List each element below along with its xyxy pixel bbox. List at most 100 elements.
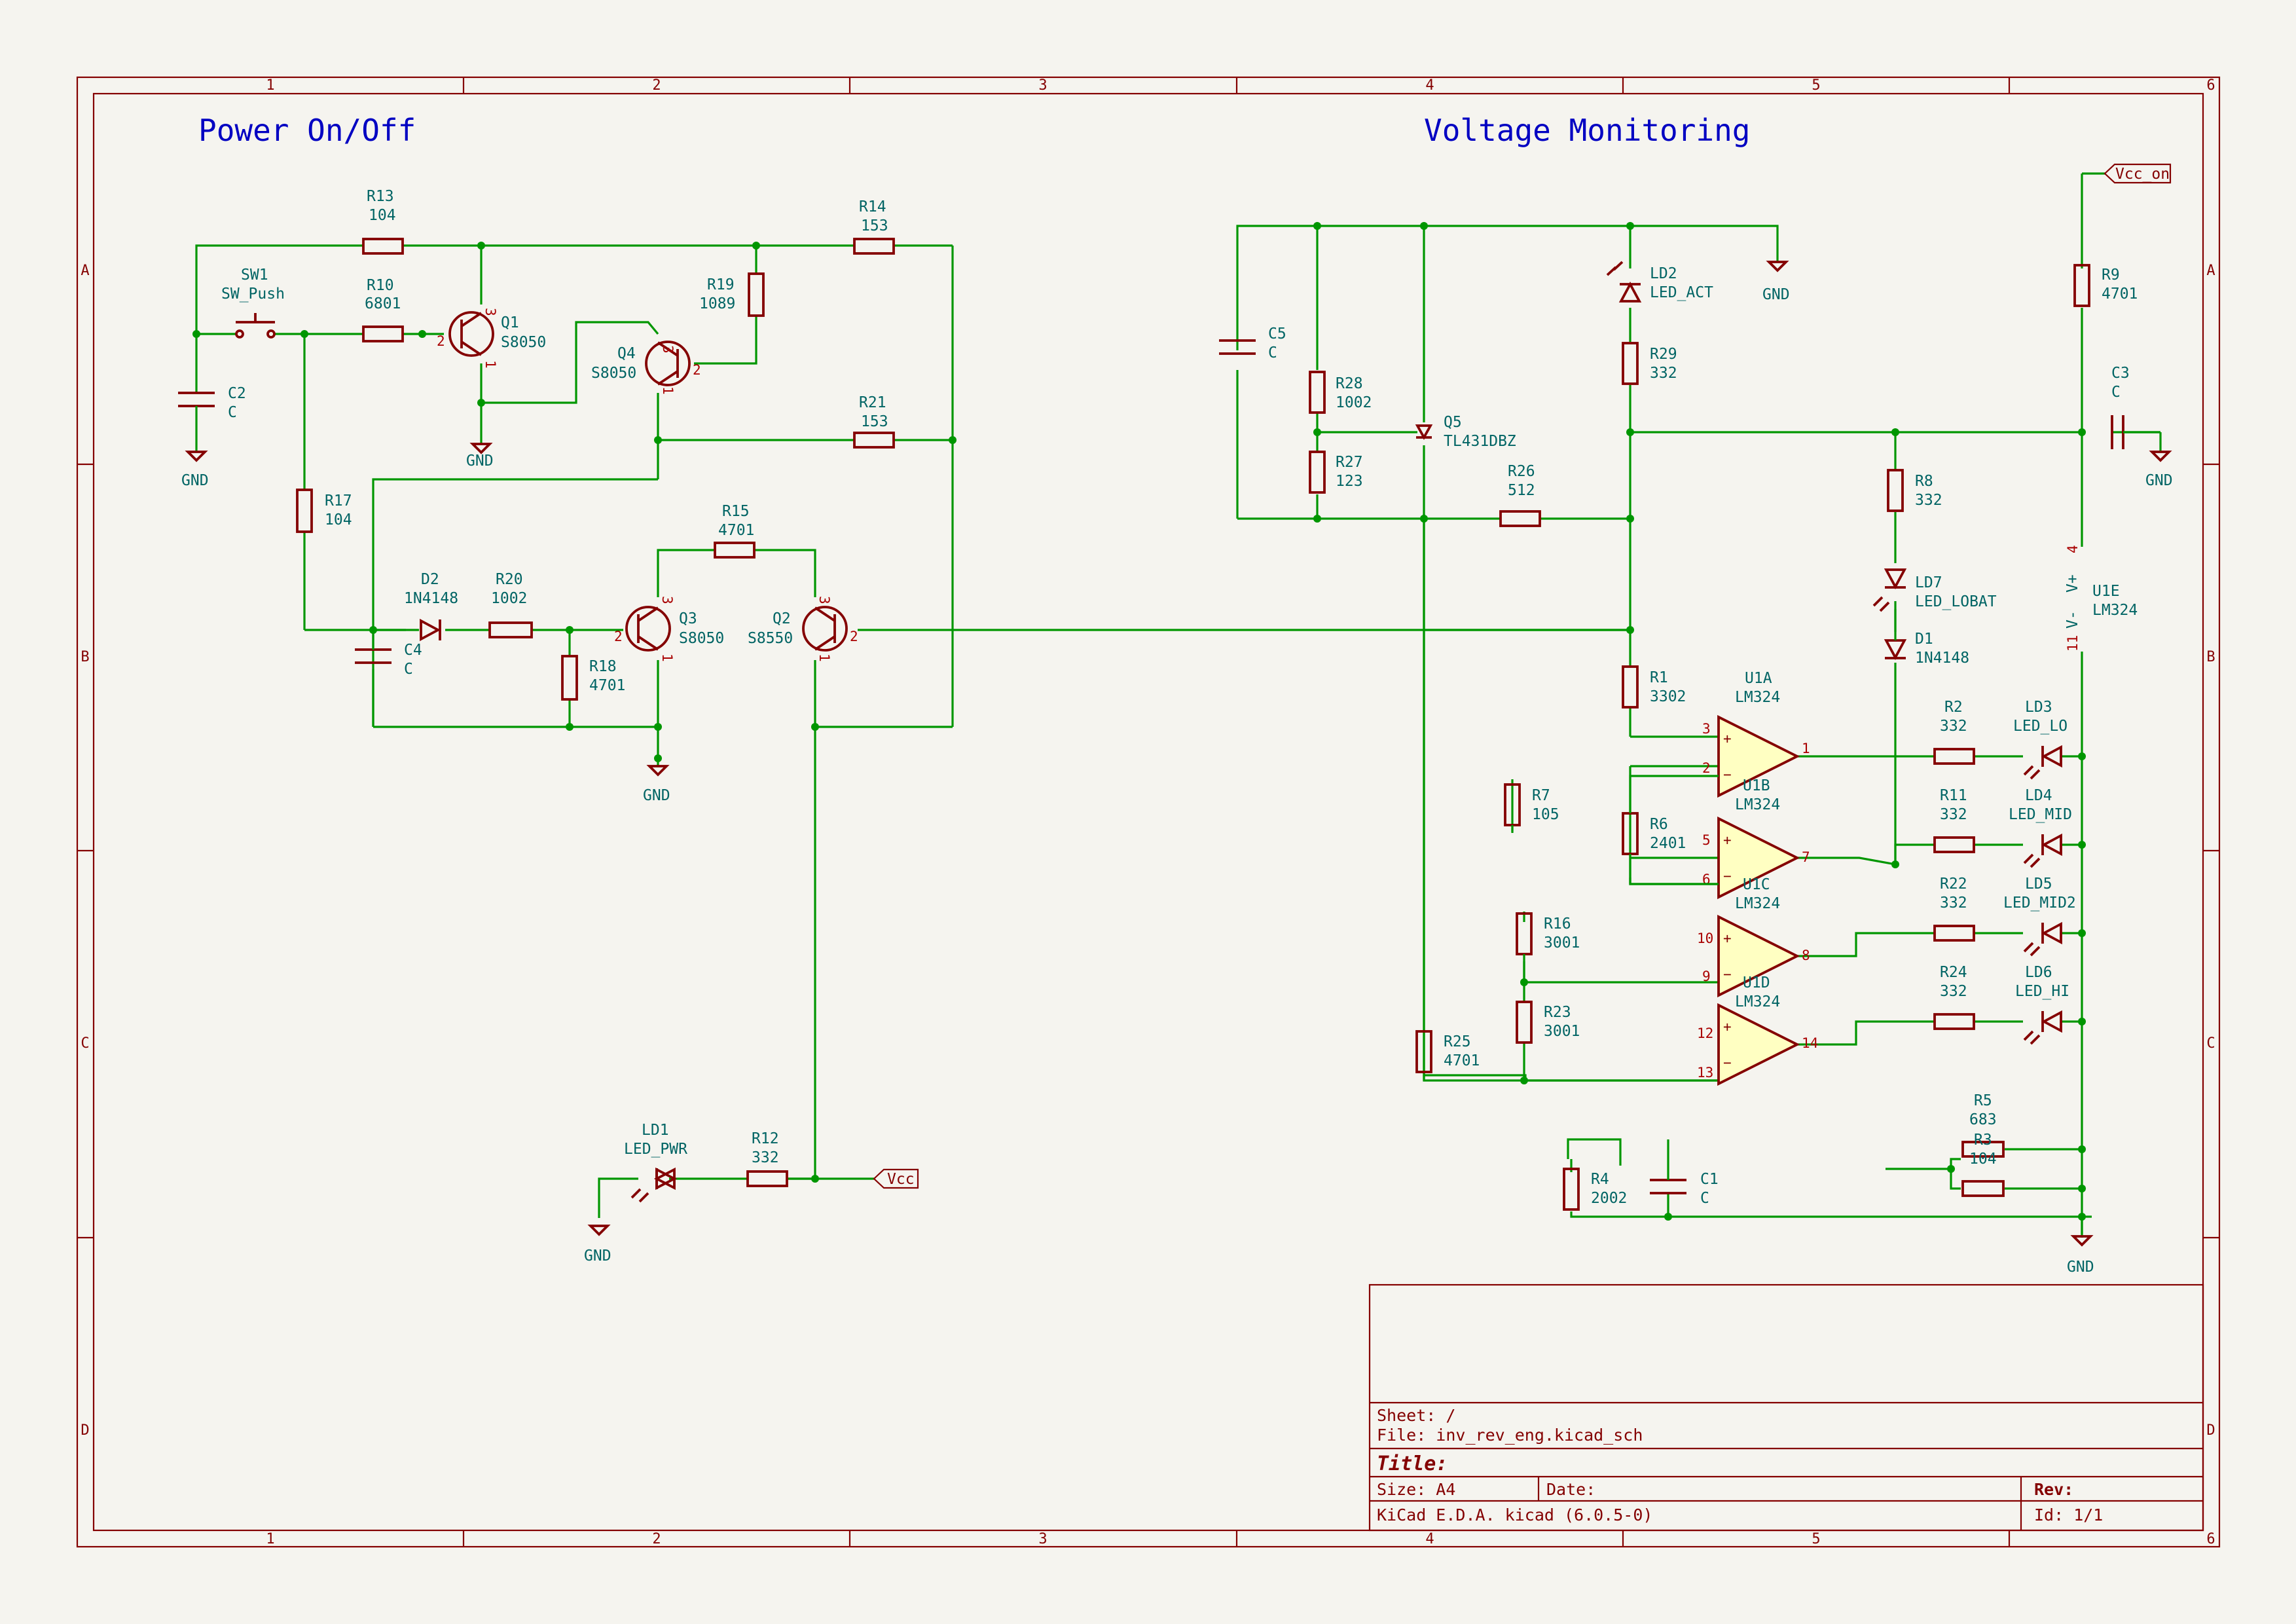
u1a-pin-1: 1 <box>1802 741 1810 756</box>
resistor-r13[interactable]: R13 104 <box>362 188 404 255</box>
ground-symbol-bottom: GND <box>2067 1235 2094 1276</box>
resistor-r7[interactable]: R7 105 <box>1504 779 1559 833</box>
diode-d1[interactable]: D1 1N4148 <box>1884 609 1969 667</box>
capacitor-c1[interactable]: C1 C <box>1650 1139 1719 1207</box>
resistor-r27[interactable]: R27 123 <box>1309 451 1363 494</box>
resistor-r14[interactable]: R14 153 <box>853 198 895 255</box>
led-ld6[interactable]: LD6 LED_HI <box>2015 964 2069 1045</box>
row-label-right-b: B <box>2206 649 2215 665</box>
regulator-q5[interactable]: Q5 TL431DBZ <box>1415 414 1516 450</box>
resistor-r15[interactable]: R15 4701 <box>714 503 756 559</box>
resistor-r26[interactable]: R26 512 <box>1499 463 1541 527</box>
ld3-value: LED_LO <box>2013 718 2068 735</box>
opamp-u1c[interactable]: + − 10 9 8 U1C LM324 <box>1697 876 1810 998</box>
led-ld4[interactable]: LD4 LED_MID <box>2009 787 2072 868</box>
transistor-q1[interactable]: Q1 S8050 2 3 1 <box>437 308 546 369</box>
capacitor-c3[interactable]: C3 C <box>2111 365 2160 449</box>
resistor-r25[interactable]: R25 4701 <box>1415 1030 1480 1073</box>
capacitor-c2[interactable]: C2 C <box>178 385 246 452</box>
ld6-ref: LD6 <box>2025 964 2052 981</box>
resistor-r16[interactable]: R16 3001 <box>1516 912 1580 982</box>
resistor-r4[interactable]: R4 2002 <box>1563 1168 1627 1211</box>
r28-ref: R28 <box>1336 375 1363 392</box>
transistor-q4[interactable]: Q4 S8050 2 3 1 <box>591 341 701 395</box>
r20-ref: R20 <box>496 571 523 588</box>
led-ld5[interactable]: LD5 LED_MID2 <box>2003 876 2076 957</box>
capacitor-c5[interactable]: C5 C <box>1219 325 1286 361</box>
c4-ref: C4 <box>404 642 422 659</box>
opamp-u1a[interactable]: + − 3 2 1 U1A LM324 <box>1702 670 1810 798</box>
resistor-r10[interactable]: R10 6801 <box>362 277 404 342</box>
capacitor-c4[interactable]: C4 C <box>355 630 422 678</box>
resistor-r24[interactable]: R24 332 <box>1933 964 1975 1030</box>
title-block: Sheet: / File: inv_rev_eng.kicad_sch Tit… <box>1368 1283 2204 1532</box>
resistor-r20[interactable]: R20 1002 <box>488 571 533 638</box>
resistor-r22[interactable]: R22 332 <box>1933 876 1975 942</box>
col-label-top-6: 6 <box>2206 77 2215 94</box>
resistor-r12[interactable]: R12 332 <box>746 1130 788 1187</box>
r12-value: 332 <box>752 1149 779 1166</box>
q5-ref: Q5 <box>1444 414 1462 431</box>
transistor-q3[interactable]: Q3 S8050 2 3 1 <box>614 596 724 662</box>
r29-value: 332 <box>1650 365 1677 382</box>
led-ld1[interactable]: LD1 LED_PWR <box>624 1122 687 1203</box>
title-block-file: File: inv_rev_eng.kicad_sch <box>1377 1426 1643 1445</box>
r15-value: 4701 <box>718 522 754 539</box>
resistor-r23[interactable]: R23 3001 <box>1516 1001 1580 1044</box>
resistor-r1[interactable]: R1 3302 <box>1622 665 1686 709</box>
resistor-r28[interactable]: R28 1002 <box>1309 371 1372 414</box>
u1a-pin-3: 3 <box>1702 721 1711 737</box>
resistor-r6[interactable]: R6 2401 <box>1622 775 1719 885</box>
resistor-r21[interactable]: R21 153 <box>853 394 895 449</box>
u1e-pin-11: 11 <box>2065 635 2081 652</box>
opamp-u1d[interactable]: + − 12 13 14 U1D LM324 <box>1697 974 1818 1086</box>
r10-ref: R10 <box>367 277 394 294</box>
r26-ref: R26 <box>1508 463 1535 480</box>
u1d-value: LM324 <box>1735 993 1780 1010</box>
ld3-ref: LD3 <box>2025 699 2052 716</box>
q3-ref: Q3 <box>679 610 697 627</box>
r22-ref: R22 <box>1940 876 1967 893</box>
r28-value: 1002 <box>1336 394 1372 411</box>
resistor-r29[interactable]: R29 332 <box>1622 342 1677 385</box>
col-label-bottom-3: 3 <box>1038 1531 1047 1547</box>
resistor-r8[interactable]: R8 332 <box>1887 469 1942 512</box>
resistor-r18[interactable]: R18 4701 <box>561 655 625 701</box>
q5-value: TL431DBZ <box>1444 433 1516 450</box>
ld7-ref: LD7 <box>1915 574 1942 591</box>
r19-value: 1089 <box>699 295 735 312</box>
led-ld3[interactable]: LD3 LED_LO <box>2013 699 2068 780</box>
diode-d2[interactable]: D2 1N4148 <box>404 571 458 642</box>
r13-value: 104 <box>369 207 396 224</box>
led-ld7[interactable]: LD7 LED_LOBAT <box>1872 568 1997 612</box>
r3-ref: R3 <box>1974 1132 1992 1149</box>
r9-ref: R9 <box>2102 267 2120 284</box>
r25-ref: R25 <box>1444 1033 1471 1050</box>
q3-pin-emitter: 1 <box>659 654 675 662</box>
r12-ref: R12 <box>752 1130 779 1147</box>
switch-sw1[interactable]: SW1 SW_Push <box>221 267 285 339</box>
q3-value: S8050 <box>679 630 724 647</box>
svg-text:+: + <box>1723 1019 1732 1035</box>
col-label-bottom-6: 6 <box>2206 1531 2215 1547</box>
q4-pin-emitter: 1 <box>660 386 676 395</box>
resistor-r2[interactable]: R2 332 <box>1933 699 1975 765</box>
r24-ref: R24 <box>1940 964 1967 981</box>
resistor-r19[interactable]: R19 1089 <box>699 272 765 317</box>
ground-symbol-c2: GND <box>181 451 209 489</box>
resistor-r5[interactable]: R5 683 <box>1961 1092 2005 1158</box>
r8-ref: R8 <box>1915 473 1933 490</box>
opamp-u1b[interactable]: + − 5 6 7 U1B LM324 <box>1702 777 1810 900</box>
resistor-r11[interactable]: R11 332 <box>1933 787 1975 853</box>
r9-value: 4701 <box>2102 286 2138 303</box>
resistor-r9[interactable]: R9 4701 <box>2073 264 2138 307</box>
transistor-q2[interactable]: Q2 S8550 2 3 1 <box>748 596 858 662</box>
u1d-pin-14: 14 <box>1802 1035 1818 1051</box>
resistor-r17[interactable]: R17 104 <box>296 489 352 533</box>
col-label-top-2: 2 <box>652 77 661 94</box>
resistor-r3[interactable]: R3 104 <box>1961 1132 2005 1197</box>
sw1-value: SW_Push <box>221 286 285 303</box>
opamp-u1e-power[interactable]: 4 11 V+ V- U1E LM324 <box>2064 545 2138 652</box>
led-ld2[interactable]: LD2 LED_ACT <box>1606 261 1713 303</box>
svg-text:+: + <box>1723 731 1732 747</box>
